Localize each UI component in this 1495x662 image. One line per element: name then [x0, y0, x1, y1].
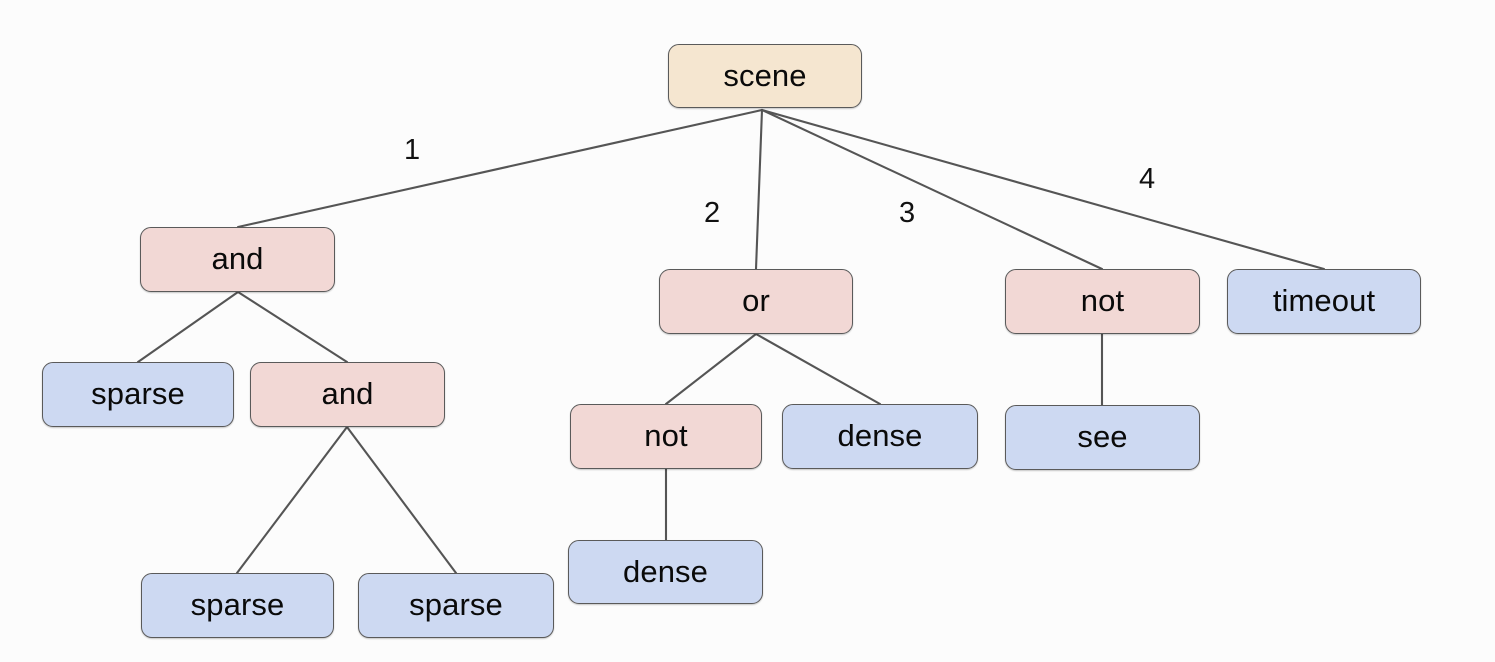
- tree-edge-and2-to-sparse3: [345, 425, 458, 575]
- tree-node-label: sparse: [409, 587, 503, 622]
- tree-node-label: dense: [623, 553, 708, 589]
- tree-edge-scene-to-and1: [236, 108, 764, 229]
- tree-node-label: and: [211, 241, 264, 276]
- tree-node-label: sparse: [190, 587, 285, 622]
- edge-label-2: 2: [704, 197, 721, 229]
- tree-node-dense2[interactable]: dense: [568, 540, 763, 604]
- tree-node-label: not: [644, 418, 688, 453]
- tree-edge-or1-to-not2: [664, 332, 758, 406]
- tree-edge-scene-to-timeout1: [760, 108, 1326, 271]
- edge-label-4: 4: [1139, 163, 1156, 195]
- tree-edge-and2-to-sparse2: [235, 425, 349, 575]
- tree-node-not2[interactable]: not: [570, 404, 762, 469]
- tree-node-sparse1[interactable]: sparse: [42, 362, 234, 427]
- tree-node-label: scene: [723, 57, 807, 93]
- tree-edge-scene-to-or1: [754, 108, 764, 271]
- tree-node-label: dense: [837, 418, 923, 453]
- tree-node-label: timeout: [1272, 283, 1376, 318]
- tree-node-label: and: [321, 376, 374, 411]
- tree-node-label: sparse: [91, 376, 185, 411]
- tree-node-and1[interactable]: and: [140, 227, 335, 292]
- tree-node-label: or: [742, 283, 770, 318]
- edge-label-1: 1: [404, 134, 421, 166]
- tree-edge-and1-to-sparse1: [136, 290, 240, 364]
- tree-node-label: see: [1077, 419, 1128, 454]
- tree-node-timeout1[interactable]: timeout: [1227, 269, 1421, 334]
- edge-label-3: 3: [899, 197, 916, 229]
- tree-node-sparse3[interactable]: sparse: [358, 573, 554, 638]
- tree-node-label: not: [1080, 283, 1125, 318]
- tree-edge-scene-to-not1: [760, 108, 1104, 271]
- tree-node-dense1[interactable]: dense: [782, 404, 978, 469]
- tree-node-scene[interactable]: scene: [668, 44, 862, 108]
- tree-node-sparse2[interactable]: sparse: [141, 573, 334, 638]
- tree-node-and2[interactable]: and: [250, 362, 445, 427]
- tree-edge-or1-to-dense1: [754, 332, 882, 406]
- tree-node-not1[interactable]: not: [1005, 269, 1200, 334]
- tree-node-or1[interactable]: or: [659, 269, 853, 334]
- tree-node-see1[interactable]: see: [1005, 405, 1200, 470]
- tree-edge-and1-to-and2: [236, 290, 349, 364]
